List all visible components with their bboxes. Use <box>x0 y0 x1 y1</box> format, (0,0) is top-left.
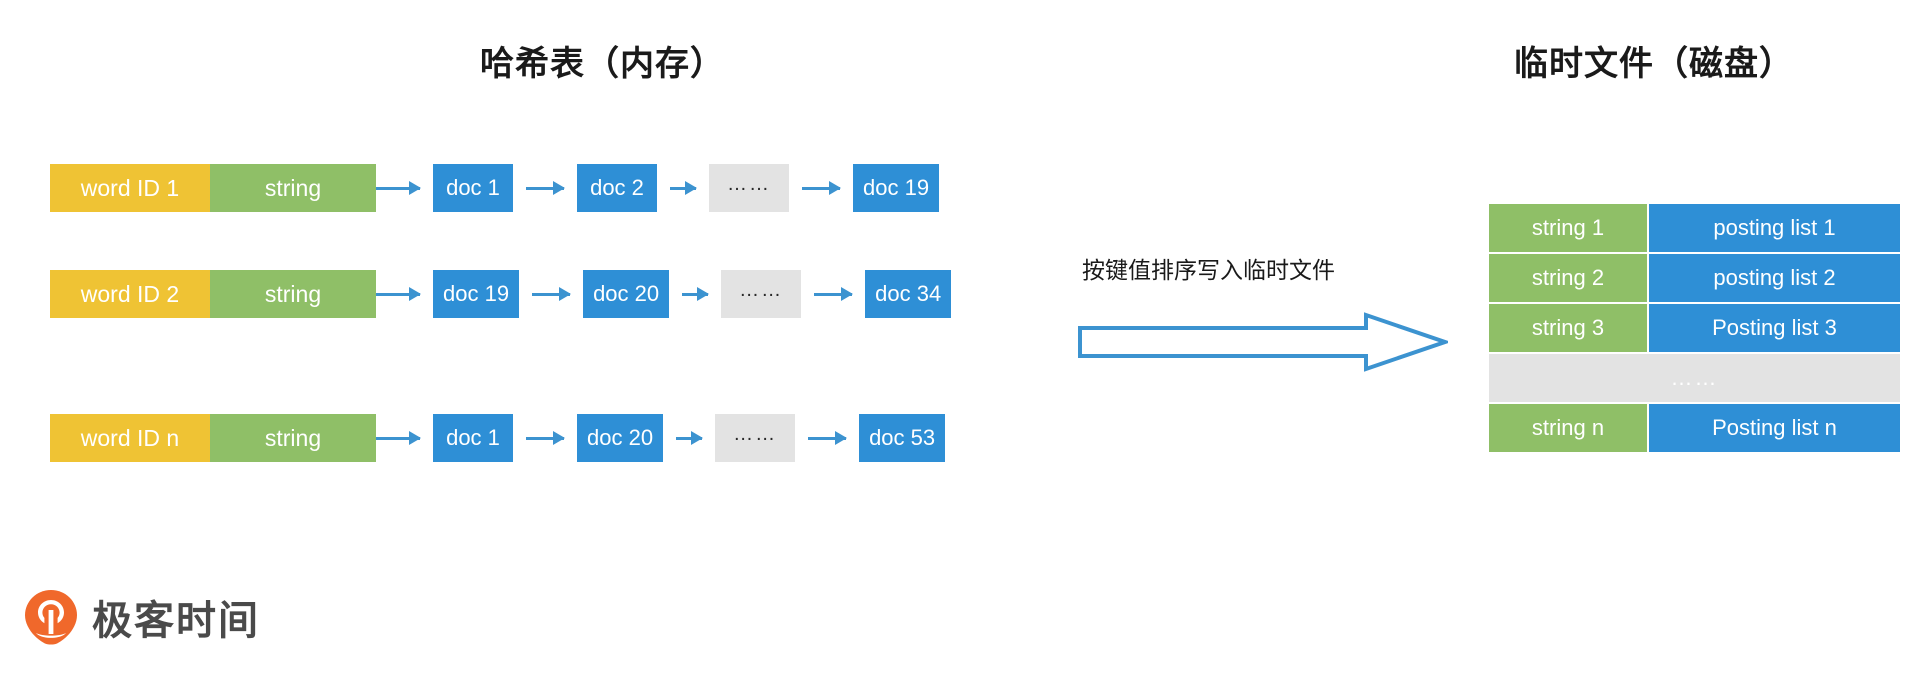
string-cell: string <box>210 270 376 318</box>
posting-node: doc 19 <box>433 270 520 318</box>
posting-node: doc 20 <box>577 414 664 462</box>
posting-list-cell: Posting list 3 <box>1648 303 1901 353</box>
ellipsis-cell: …… <box>1488 353 1901 403</box>
link-arrow-icon <box>532 287 572 301</box>
table-row: string 3 Posting list 3 <box>1488 303 1901 353</box>
table-row-ellipsis: …… <box>1488 353 1901 403</box>
posting-node-ellipsis: …… <box>715 414 796 462</box>
transition-caption: 按键值排序写入临时文件 <box>1082 258 1335 284</box>
table-row: string 2 posting list 2 <box>1488 253 1901 303</box>
string-key-cell: string n <box>1488 403 1648 453</box>
hash-table-row: word ID 1 string doc 1 doc 2 …… doc 19 <box>50 164 952 212</box>
posting-node: doc 1 <box>433 414 513 462</box>
string-key-cell: string 1 <box>1488 203 1648 253</box>
word-id-cell: word ID 1 <box>50 164 210 212</box>
link-arrow-icon <box>376 431 421 445</box>
posting-list-cell: posting list 2 <box>1648 253 1901 303</box>
temp-file-table: string 1 posting list 1 string 2 posting… <box>1488 203 1901 453</box>
link-arrow-icon <box>670 181 697 195</box>
link-arrow-icon <box>526 431 565 445</box>
hash-entry: word ID 1 string <box>50 164 376 212</box>
string-key-cell: string 2 <box>1488 253 1648 303</box>
right-block-arrow-icon <box>1078 312 1448 372</box>
table-row: string n Posting list n <box>1488 403 1901 453</box>
brand-logo: 极客时间 <box>24 588 260 646</box>
posting-node: doc 20 <box>583 270 670 318</box>
posting-node-ellipsis: …… <box>709 164 789 212</box>
link-arrow-icon <box>802 181 841 195</box>
hash-table-row: word ID 2 string doc 19 doc 20 …… doc 34 <box>50 270 964 318</box>
posting-node: doc 34 <box>865 270 952 318</box>
posting-node: doc 19 <box>853 164 940 212</box>
posting-list-cell: posting list 1 <box>1648 203 1901 253</box>
hash-table-title: 哈希表（内存） <box>480 44 725 84</box>
posting-node-ellipsis: …… <box>721 270 802 318</box>
table-row: string 1 posting list 1 <box>1488 203 1901 253</box>
posting-list-cell: Posting list n <box>1648 403 1901 453</box>
hash-entry: word ID n string <box>50 414 376 462</box>
string-cell: string <box>210 164 376 212</box>
brand-name: 极客时间 <box>92 598 260 644</box>
link-arrow-icon <box>814 287 854 301</box>
temp-file-title: 临时文件（磁盘） <box>1514 44 1794 84</box>
link-arrow-icon <box>676 431 704 445</box>
hash-table-row: word ID n string doc 1 doc 20 …… doc 53 <box>50 414 958 462</box>
word-id-cell: word ID n <box>50 414 210 462</box>
posting-node: doc 2 <box>577 164 657 212</box>
posting-node: doc 1 <box>433 164 513 212</box>
string-cell: string <box>210 414 376 462</box>
string-key-cell: string 3 <box>1488 303 1648 353</box>
link-arrow-icon <box>376 181 421 195</box>
geektime-pin-icon <box>25 590 77 645</box>
link-arrow-icon <box>682 287 710 301</box>
link-arrow-icon <box>808 431 848 445</box>
word-id-cell: word ID 2 <box>50 270 210 318</box>
posting-node: doc 53 <box>859 414 946 462</box>
link-arrow-icon <box>376 287 421 301</box>
link-arrow-icon <box>526 181 565 195</box>
hash-entry: word ID 2 string <box>50 270 376 318</box>
